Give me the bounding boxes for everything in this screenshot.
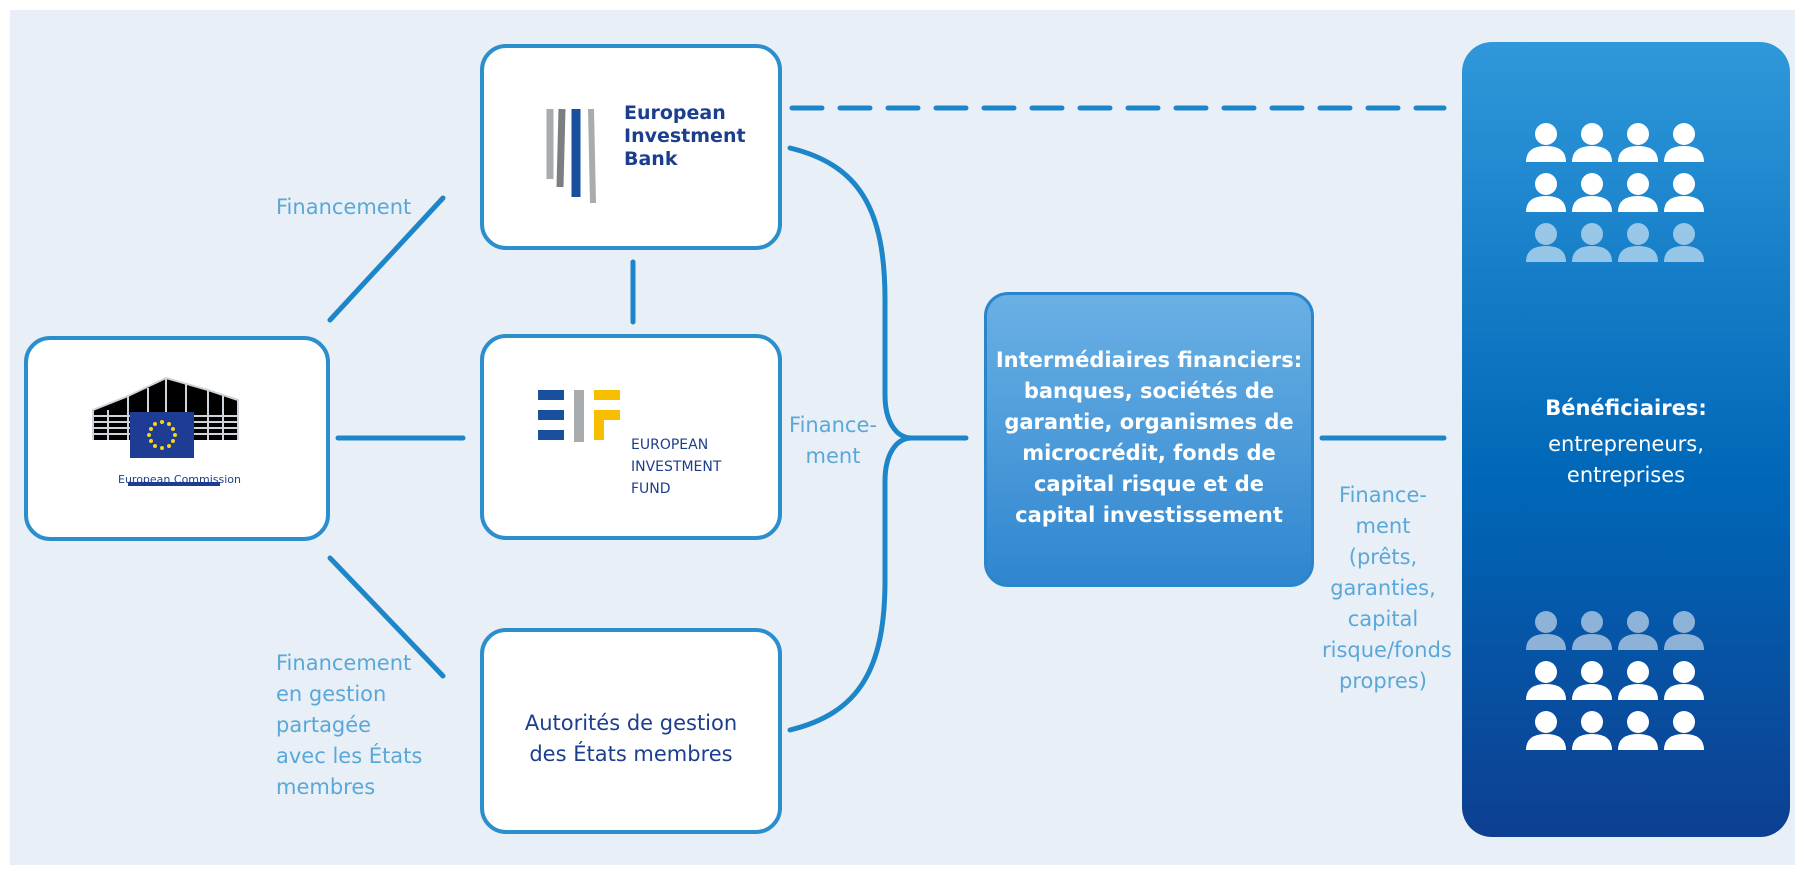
people-group-bottom bbox=[1526, 611, 1704, 750]
label-financement-shared: Financement en gestion partagée avec les… bbox=[276, 651, 423, 799]
eib-logo bbox=[546, 108, 596, 203]
label-financement-top: Financement bbox=[276, 195, 412, 219]
person-icon bbox=[1618, 173, 1658, 212]
beneficiaires-title: Bénéficiaires: bbox=[1545, 396, 1707, 420]
person-icon bbox=[1664, 661, 1704, 700]
eu-stars bbox=[147, 420, 177, 450]
beneficiaires-subtitle: entrepreneurs, entreprises bbox=[1548, 432, 1704, 487]
autorites-box: Autorités de gestion des États membres bbox=[480, 628, 782, 834]
person-icon bbox=[1572, 611, 1612, 650]
arrow-commission-to-eib bbox=[327, 195, 446, 323]
person-icon bbox=[1664, 173, 1704, 212]
european-commission-box: European Commission bbox=[24, 336, 330, 541]
person-icon bbox=[1618, 661, 1658, 700]
person-icon bbox=[1572, 123, 1612, 162]
autorites-label: Autorités de gestion des États membres bbox=[524, 711, 738, 766]
person-icon bbox=[1526, 123, 1566, 162]
eib-name: European Investment Bank bbox=[624, 102, 746, 170]
european-commission-name: European Commission bbox=[118, 473, 242, 486]
beneficiaires-panel: Bénéficiaires: entrepreneurs, entreprise… bbox=[1462, 42, 1790, 837]
eif-box: EUROPEAN INVESTMENT FUND bbox=[480, 334, 782, 540]
person-icon bbox=[1572, 223, 1612, 262]
curve-autorites-to-merge bbox=[787, 435, 915, 733]
intermediaires-box: Intermédiaires financiers: banques, soci… bbox=[984, 292, 1314, 587]
person-icon bbox=[1572, 711, 1612, 750]
person-icon bbox=[1572, 661, 1612, 700]
curve-eib-to-merge bbox=[787, 145, 915, 441]
eib-box: European Investment Bank bbox=[480, 44, 782, 250]
eu-flag bbox=[130, 412, 194, 458]
eif-name: EUROPEAN INVESTMENT FUND bbox=[631, 437, 722, 497]
person-icon bbox=[1526, 173, 1566, 212]
person-icon bbox=[1618, 123, 1658, 162]
person-icon bbox=[1664, 711, 1704, 750]
people-group-top bbox=[1526, 123, 1704, 262]
label-financement-mid: Finance- ment bbox=[789, 413, 877, 468]
commission-building-logo bbox=[92, 376, 239, 486]
person-icon bbox=[1664, 611, 1704, 650]
person-icon bbox=[1618, 223, 1658, 262]
person-icon bbox=[1618, 711, 1658, 750]
intermediaires-label: Intermédiaires financiers: banques, soci… bbox=[995, 348, 1303, 527]
person-icon bbox=[1526, 711, 1566, 750]
label-financement-right: Finance- ment (prêts, garanties, capital… bbox=[1322, 483, 1452, 693]
person-icon bbox=[1526, 661, 1566, 700]
arrow-commission-to-autorites bbox=[327, 555, 446, 679]
person-icon bbox=[1526, 223, 1566, 262]
eif-logo bbox=[538, 390, 620, 442]
person-icon bbox=[1664, 123, 1704, 162]
person-icon bbox=[1618, 611, 1658, 650]
person-icon bbox=[1664, 223, 1704, 262]
person-icon bbox=[1572, 173, 1612, 212]
person-icon bbox=[1526, 611, 1566, 650]
